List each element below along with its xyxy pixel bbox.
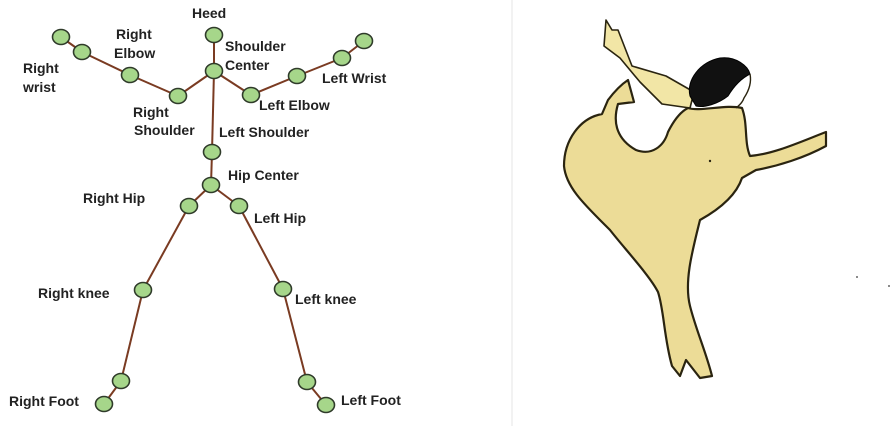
joint-left-hip bbox=[231, 199, 248, 214]
label-head: Heed bbox=[192, 5, 226, 21]
bone-right-shin bbox=[121, 290, 143, 381]
joint-left-ankle bbox=[299, 375, 316, 390]
label-right-hip: Right Hip bbox=[83, 190, 145, 206]
joint-shoulder-center bbox=[206, 64, 223, 79]
joint-right-wrist bbox=[74, 45, 91, 60]
joint-left-shoulder bbox=[204, 145, 221, 160]
speck-mark-2 bbox=[856, 276, 858, 278]
label-left-foot: Left Foot bbox=[341, 392, 401, 408]
label-shoulder-center-line2: Center bbox=[225, 57, 270, 73]
joint-right-knee bbox=[135, 283, 152, 298]
joint-right-shoulder bbox=[170, 89, 187, 104]
joint-hip-center bbox=[203, 178, 220, 193]
joint-right-foot bbox=[96, 397, 113, 412]
label-right-shoulder-line2: Shoulder bbox=[134, 122, 195, 138]
label-right-elbow-line1: Right bbox=[116, 26, 152, 42]
label-right-shoulder-line1: Right bbox=[133, 104, 169, 120]
label-left-elbow: Left Elbow bbox=[259, 97, 330, 113]
hair bbox=[689, 58, 750, 107]
label-shoulder-center-line1: Shoulder bbox=[225, 38, 286, 54]
joint-left-wrist bbox=[289, 69, 306, 84]
bones bbox=[61, 35, 364, 405]
skeleton-model: Heed Shoulder Center Right Elbow Right w… bbox=[9, 5, 401, 413]
human-silhouette bbox=[564, 20, 890, 378]
label-left-knee: Left knee bbox=[295, 291, 357, 307]
label-left-shoulder: Left Shoulder bbox=[219, 124, 310, 140]
joint-left-elbow bbox=[243, 88, 260, 103]
bone-right-thigh bbox=[143, 206, 189, 290]
joint-left-foot bbox=[318, 398, 335, 413]
label-right-elbow-line2: Elbow bbox=[114, 45, 155, 61]
label-left-wrist: Left Wrist bbox=[322, 70, 387, 86]
label-left-hip: Left Hip bbox=[254, 210, 306, 226]
joint-right-hip bbox=[181, 199, 198, 214]
bone-spine-upper bbox=[212, 71, 214, 152]
body-silhouette bbox=[564, 80, 826, 378]
label-right-knee: Right knee bbox=[38, 285, 110, 301]
joint-head bbox=[206, 28, 223, 43]
joint-right-elbow bbox=[122, 68, 139, 83]
label-right-wrist-line1: Right bbox=[23, 60, 59, 76]
joint-left-hand-tip bbox=[356, 34, 373, 49]
speck-mark-3 bbox=[888, 285, 890, 287]
label-right-foot: Right Foot bbox=[9, 393, 79, 409]
joint-right-ankle bbox=[113, 374, 130, 389]
joint-left-hand-inner bbox=[334, 51, 351, 66]
joint-right-hand bbox=[53, 30, 70, 45]
joint-left-knee bbox=[275, 282, 292, 297]
speck-mark bbox=[709, 160, 711, 162]
label-right-wrist-line2: wrist bbox=[22, 79, 56, 95]
label-hip-center: Hip Center bbox=[228, 167, 299, 183]
